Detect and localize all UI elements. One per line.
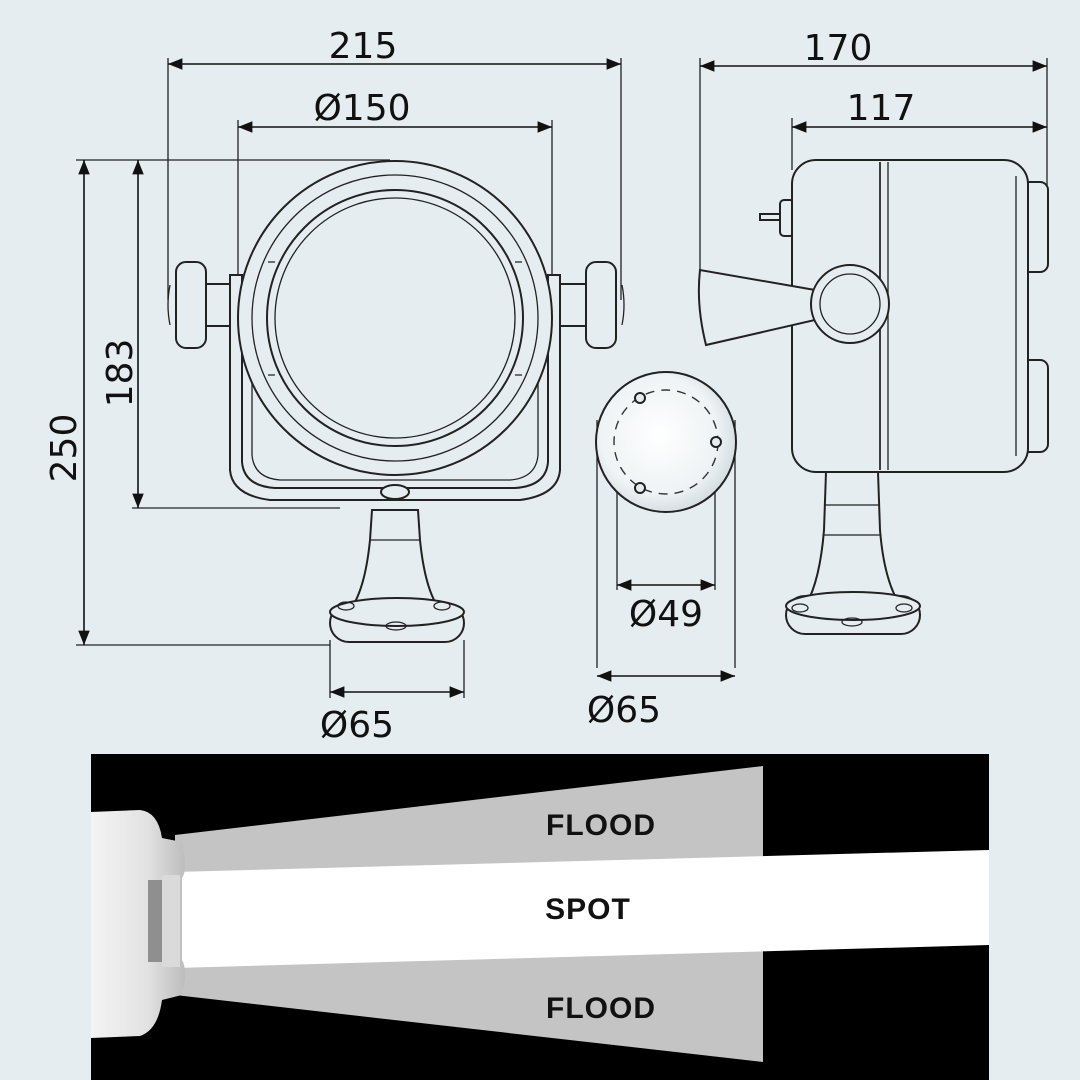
spot-beam bbox=[175, 850, 989, 968]
lamp-silhouette bbox=[91, 810, 185, 1038]
dim-lens-diameter: Ø150 bbox=[313, 88, 410, 129]
spot-label: SPOT bbox=[545, 893, 631, 926]
side-view bbox=[697, 58, 1049, 635]
flood-top-label: FLOOD bbox=[546, 809, 656, 842]
dim-base-diameter-front: Ø65 bbox=[320, 705, 394, 746]
front-view bbox=[76, 58, 625, 698]
beam-pattern-panel: FLOOD SPOT FLOOD bbox=[91, 754, 989, 1080]
base-view bbox=[595, 371, 737, 668]
flood-bottom-label: FLOOD bbox=[546, 992, 656, 1025]
dim-base-diameter-bottom: Ø65 bbox=[587, 690, 661, 731]
dim-overall-width: 215 bbox=[329, 26, 398, 67]
dim-bolt-circle: Ø49 bbox=[629, 594, 703, 635]
dim-housing-depth: 117 bbox=[847, 88, 916, 129]
dimension-lines bbox=[78, 58, 1047, 698]
dim-bracket-height: 183 bbox=[100, 339, 141, 408]
dim-overall-height: 250 bbox=[44, 414, 85, 483]
dimension-labels: 215 Ø150 170 117 250 183 Ø65 Ø49 Ø65 bbox=[44, 26, 915, 746]
dim-side-depth: 170 bbox=[804, 28, 873, 69]
